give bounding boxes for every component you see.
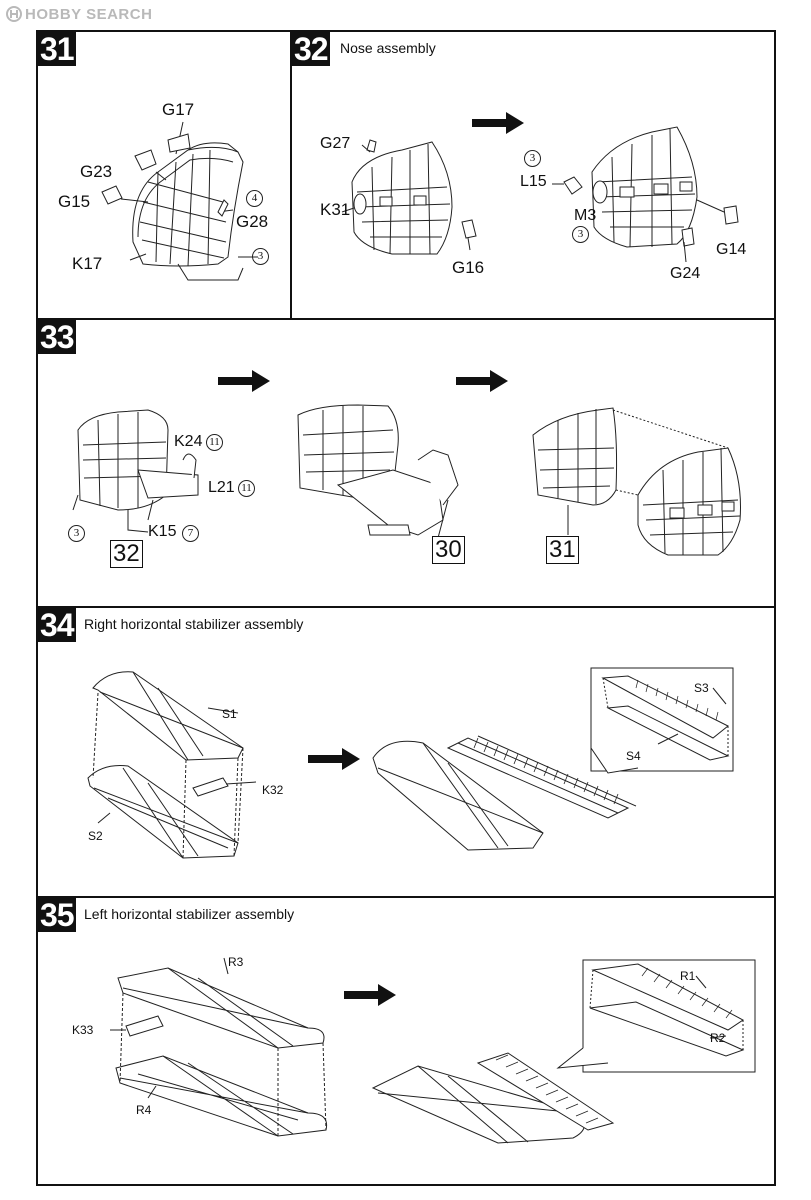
part-label-g14: G14 <box>716 241 747 258</box>
part-label-g17: G17 <box>162 100 195 119</box>
part-label-k15: K15 <box>148 523 177 540</box>
paint-ref-3: 3 <box>68 525 85 542</box>
paint-ref-11b: 11 <box>238 480 255 497</box>
step-31-panel: 31 G17 G23 G15 G28 K17 4 3 <box>36 30 292 320</box>
step-35-panel: 35 Left horizontal stabilizer assembly <box>36 896 776 1186</box>
step-number: 35 <box>38 897 76 933</box>
part-label-g24: G24 <box>670 265 701 282</box>
part-label-s2: S2 <box>88 829 103 843</box>
part-label-k33: K33 <box>72 1023 94 1037</box>
step-33-panel: 33 <box>36 318 776 608</box>
step-ref-32: 32 <box>110 540 143 568</box>
step-number: 32 <box>292 31 330 67</box>
logo-mark-icon <box>6 6 22 22</box>
part-label-s1: S1 <box>222 707 237 721</box>
paint-ref-4: 4 <box>246 190 263 207</box>
paint-ref-11a: 11 <box>206 434 223 451</box>
hobby-search-logo: HOBBY SEARCH <box>6 5 152 23</box>
left-stabilizer-drawing <box>110 957 756 1144</box>
part-label-g15: G15 <box>58 192 91 211</box>
logo-text: HOBBY SEARCH <box>25 5 153 23</box>
part-label-r4: R4 <box>136 1103 152 1117</box>
part-label-g27: G27 <box>320 135 351 152</box>
step-title: Nose assembly <box>340 40 436 56</box>
step-number: 34 <box>38 607 76 643</box>
step-ref-31: 31 <box>546 536 579 564</box>
part-label-m3: M3 <box>574 207 597 224</box>
part-label-g28: G28 <box>236 212 269 231</box>
step-title: Right horizontal stabilizer assembly <box>84 616 304 632</box>
paint-ref-3b: 3 <box>572 226 589 243</box>
step-arrow-icon <box>472 112 524 134</box>
right-stabilizer-drawing <box>87 667 734 859</box>
paint-ref-3: 3 <box>252 248 269 265</box>
step-arrow-icon <box>344 984 396 1006</box>
step-number: 33 <box>38 319 76 355</box>
step-number: 31 <box>38 31 76 67</box>
step-arrow-icon <box>308 748 360 770</box>
part-label-s3: S3 <box>694 681 709 695</box>
step-arrow-icon <box>456 370 508 392</box>
part-label-g16: G16 <box>452 258 485 277</box>
part-label-k17: K17 <box>72 254 103 273</box>
step-ref-30: 30 <box>432 536 465 564</box>
part-label-k24: K24 <box>174 433 203 450</box>
paint-ref-3a: 3 <box>524 150 541 167</box>
cockpit-install-drawing <box>72 404 741 556</box>
step-34-panel: 34 Right horizontal stabilizer assembly <box>36 606 776 898</box>
part-label-k31: K31 <box>320 200 351 219</box>
step-title: Left horizontal stabilizer assembly <box>84 906 295 922</box>
part-label-r2: R2 <box>710 1031 726 1045</box>
part-label-s4: S4 <box>626 749 641 763</box>
part-label-g23: G23 <box>80 162 113 181</box>
part-label-r3: R3 <box>228 955 244 969</box>
part-label-r1: R1 <box>680 969 696 983</box>
cockpit-bulkhead-drawing <box>101 121 258 281</box>
part-label-l21: L21 <box>208 479 235 496</box>
part-label-l15: L15 <box>520 173 547 190</box>
step-32-panel: 32 Nose assembly <box>290 30 776 320</box>
nose-assembly-drawing <box>341 126 739 263</box>
part-label-k32: K32 <box>262 783 284 797</box>
paint-ref-7: 7 <box>182 525 199 542</box>
step-arrow-icon <box>218 370 270 392</box>
